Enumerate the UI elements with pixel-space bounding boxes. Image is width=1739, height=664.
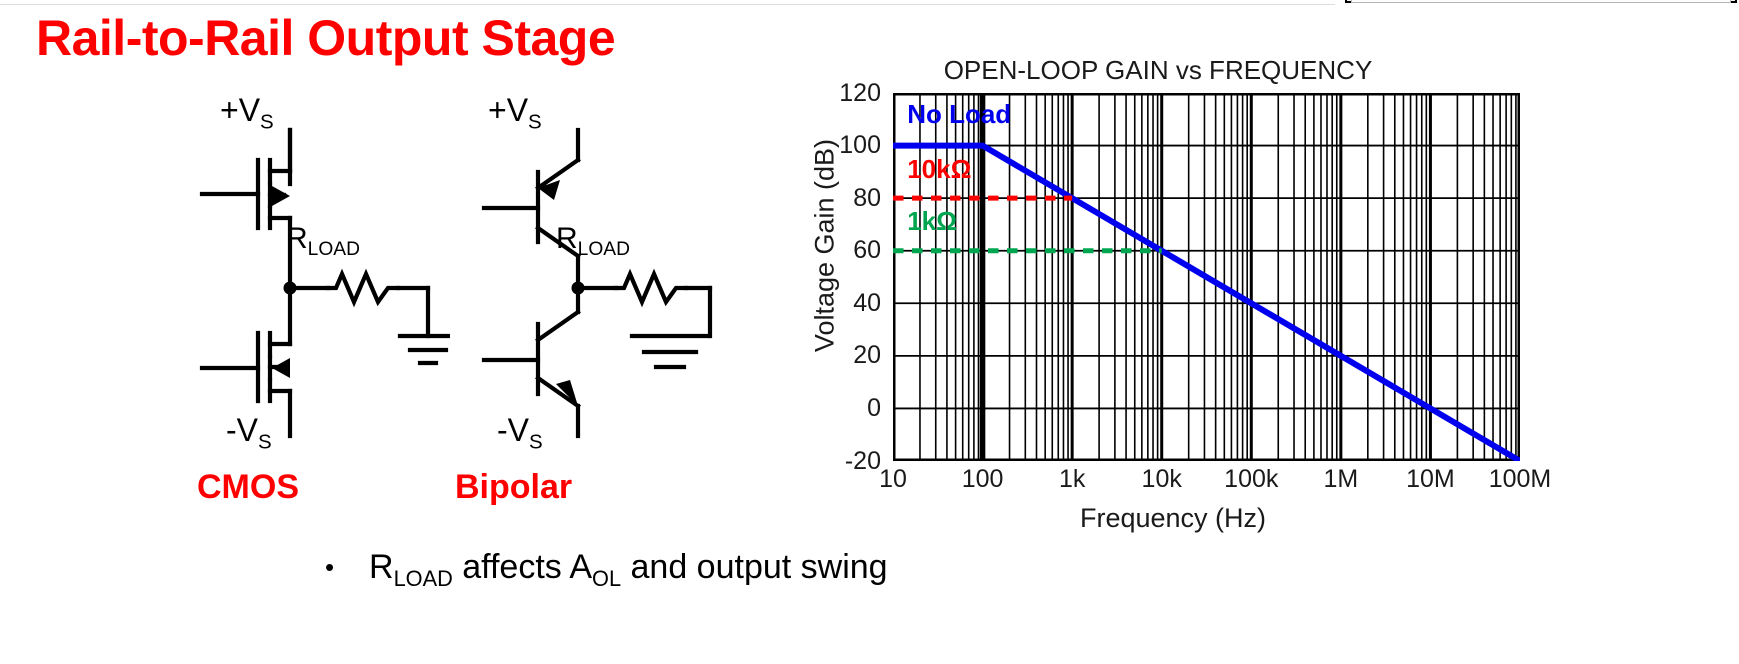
bipolar-top-rail-label: +VS [488, 92, 542, 134]
chart-series-label-no-load: No Load [907, 98, 1012, 129]
bipolar-bottom-rail-label: -VS [497, 412, 543, 454]
bipolar-load-text: R [556, 222, 578, 255]
chart-title: OPEN-LOOP GAIN vs FREQUENCY [943, 55, 1373, 85]
window-edge-mask [1335, 0, 1739, 6]
chart-x-tick-100k: 100k [1224, 465, 1279, 493]
bullet-marker-icon: • [325, 552, 335, 582]
chart-x-tick-10k: 10k [1141, 465, 1182, 493]
cmos-load-sub: LOAD [307, 239, 360, 260]
chart-x-axis-title: Frequency (Hz) [1079, 503, 1267, 533]
circuit-diagram-bipolar [481, 127, 713, 439]
bipolar-bottom-rail-text: -V [497, 412, 529, 448]
bullet-list-item: • RLOAD affects AOL and output swing [325, 545, 1225, 595]
cmos-output-node-dot [283, 281, 297, 295]
cmos-load-label: RLOAD [286, 222, 360, 261]
background-window-inner [1351, 0, 1731, 3]
chart-series-label-10k: 10kΩ [907, 153, 972, 184]
pmos-channel-arrow [272, 186, 290, 206]
chart-series-label-1k: 1kΩ [907, 206, 957, 237]
bipolar-bottom-emitter-arrow [556, 380, 578, 406]
cmos-bottom-rail-label: -VS [226, 412, 272, 454]
chart-y-tick-120: 120 [839, 78, 881, 107]
bullet-post-text: and output swing [621, 548, 888, 586]
open-loop-gain-chart: OPEN-LOOP GAIN vs FREQUENCY Voltage Gain… [793, 55, 1552, 575]
chart-y-tick-40: 40 [853, 288, 881, 317]
caption-cmos: CMOS [197, 468, 299, 506]
bipolar-top-rail-sub: S [528, 110, 542, 134]
chart-x-tick-10: 10 [879, 465, 907, 493]
page-title: Rail-to-Rail Output Stage [36, 10, 616, 66]
chart-plot-area: No Load 10kΩ 1kΩ [890, 90, 1523, 464]
chart-y-tick-100: 100 [839, 131, 881, 160]
cmos-top-rail-label: +VS [220, 92, 274, 134]
chart-x-tick-100M: 100M [1488, 465, 1552, 493]
background-window-chrome[interactable] [1345, 0, 1737, 3]
cmos-bottom-rail-text: -V [226, 412, 258, 448]
cmos-load-text: R [286, 222, 308, 255]
bipolar-ground-symbol [629, 333, 711, 370]
chart-x-tick-1k: 1k [1058, 465, 1086, 493]
chart-plot-svg [890, 90, 1523, 464]
chart-x-tick-10M: 10M [1406, 465, 1455, 493]
caption-bipolar: Bipolar [455, 468, 573, 506]
bullet-item-text: RLOAD affects AOL and output swing [369, 545, 888, 601]
bipolar-load-sub: LOAD [577, 239, 630, 260]
chart-x-tick-1M: 1M [1323, 465, 1359, 493]
chart-x-tick-100: 100 [961, 465, 1004, 493]
top-divider-rule [0, 4, 1739, 5]
bullet-aol-sub: OL [592, 565, 622, 591]
cmos-bottom-rail-sub: S [258, 430, 272, 454]
bullet-rload-sub: LOAD [393, 565, 453, 591]
chart-y-tick-80: 80 [853, 183, 881, 212]
chart-y-tick-0: 0 [867, 393, 881, 422]
bipolar-load-label: RLOAD [556, 222, 630, 261]
chart-y-tick--20: -20 [844, 446, 881, 475]
nmos-channel-arrow [272, 358, 290, 378]
cmos-top-rail-sub: S [260, 110, 274, 134]
bipolar-top-rail-text: +V [488, 92, 529, 128]
chart-y-tick-20: 20 [853, 341, 881, 370]
circuit-diagram-cmos [199, 127, 450, 439]
bullet-mid-text: affects A [452, 548, 593, 586]
bipolar-output-node-dot [571, 281, 585, 295]
bullet-rload-r: R [369, 548, 394, 586]
bipolar-bottom-rail-sub: S [529, 430, 543, 454]
cmos-top-rail-text: +V [220, 92, 261, 128]
bipolar-top-emitter-arrow [538, 180, 560, 200]
chart-y-tick-60: 60 [853, 236, 881, 265]
